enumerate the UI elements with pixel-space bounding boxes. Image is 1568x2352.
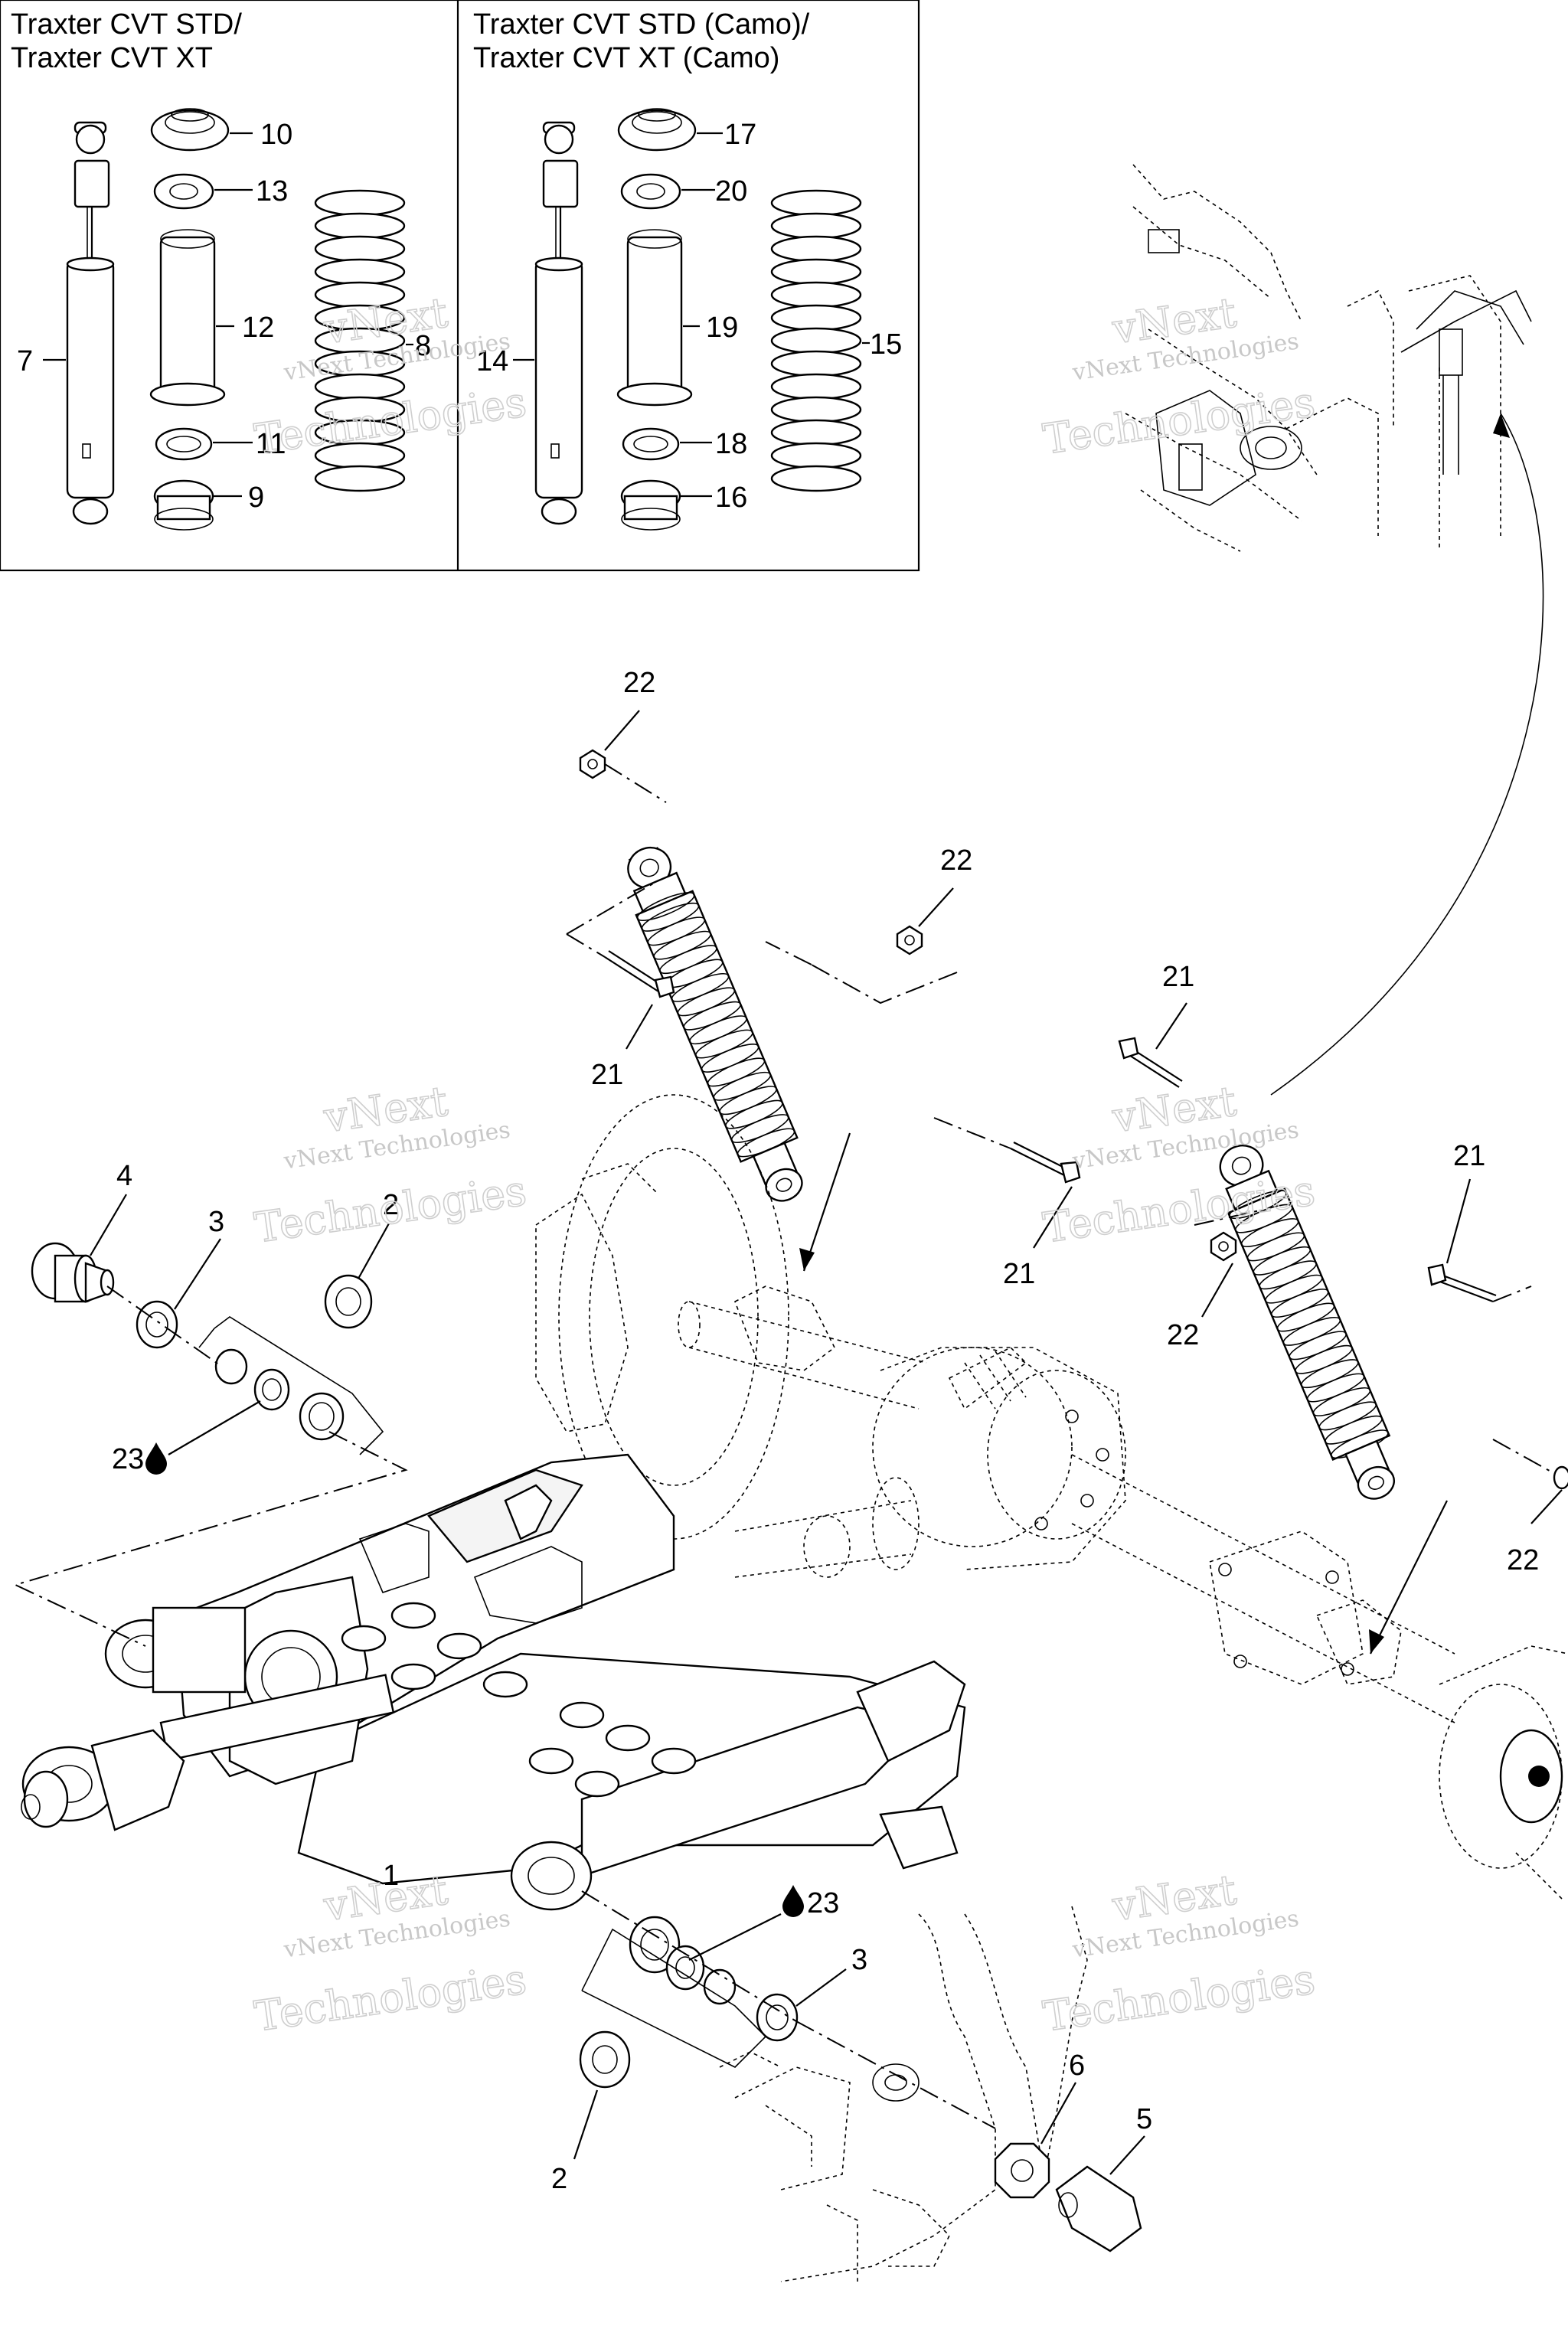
callout-15: 15 (870, 328, 902, 361)
callout-7: 7 (17, 345, 33, 377)
callout-22-lower: 22 (1167, 1319, 1199, 1351)
callout-6: 6 (1069, 2050, 1085, 2082)
inset-right-parts (513, 108, 870, 531)
callout-14: 14 (476, 345, 508, 377)
oil-drop-icon (145, 1442, 167, 1475)
frame-detail-bottom (719, 1906, 1145, 2282)
callout-21-center: 21 (1003, 1258, 1035, 1290)
callout-3-upper: 3 (208, 1206, 224, 1238)
hardware-right-shock (1118, 1002, 1568, 1655)
callout-1: 1 (383, 1860, 399, 1892)
svg-text:Technologies: Technologies (252, 1955, 530, 2040)
callout-12: 12 (242, 312, 274, 344)
callout-5: 5 (1136, 2103, 1152, 2135)
callout-11: 11 (256, 428, 286, 460)
inset-left-title-1: Traxter CVT STD/ (11, 8, 242, 41)
callout-23-upper: 23 (112, 1443, 144, 1475)
watermark-2: vNext Technologies vNext Technologies (1040, 288, 1318, 465)
axle-assembly (535, 1094, 1568, 1900)
inset-frames (0, 0, 920, 572)
swing-arm (104, 1453, 966, 1911)
callout-21-upper-right: 21 (1162, 961, 1194, 993)
callout-17: 17 (724, 119, 756, 151)
callout-16: 16 (715, 482, 747, 514)
inset-right-title-1: Traxter CVT STD (Camo)/ (473, 8, 810, 41)
callout-2-upper: 2 (383, 1189, 399, 1221)
callout-21-far-right: 21 (1453, 1140, 1485, 1172)
callout-21-left: 21 (591, 1059, 623, 1091)
drive-shaft (21, 1674, 395, 1831)
inset-right-title-2: Traxter CVT XT (Camo) (473, 42, 779, 74)
svg-text:Technologies: Technologies (252, 1166, 530, 1252)
hardware-left-shock (566, 710, 1081, 1272)
callout-18: 18 (715, 428, 747, 460)
callout-22-mid: 22 (940, 844, 972, 877)
coil-spring-15 (770, 189, 862, 492)
oil-drop-icon (782, 1885, 804, 1917)
callout-9: 9 (248, 482, 264, 514)
watermark-5: vNext Technologies vNext Technologies (251, 1865, 530, 2042)
callout-22-top: 22 (623, 667, 655, 699)
callout-23-lower: 23 (807, 1887, 839, 1919)
callout-4: 4 (116, 1160, 132, 1192)
inset-left-title-2: Traxter CVT XT (11, 42, 213, 74)
callout-3-lower: 3 (851, 1944, 867, 1976)
lubricant-callout-upper: 23 (112, 1442, 167, 1475)
coil-spring-8 (314, 189, 406, 492)
pivot-hardware-lower (573, 1890, 996, 2160)
svg-text:Technologies: Technologies (1040, 1955, 1318, 2040)
callout-13: 13 (256, 175, 288, 207)
callout-22-right: 22 (1507, 1544, 1539, 1576)
lubricant-callout-lower: 23 (782, 1885, 839, 1919)
callout-19: 19 (706, 312, 738, 344)
callout-2-lower: 2 (551, 2163, 567, 2195)
callout-10: 10 (260, 119, 292, 151)
main-shock-left (627, 846, 803, 1202)
watermark-3: vNext Technologies vNext Technologies (251, 1076, 530, 1253)
pivot-hardware-upper (13, 1194, 408, 1647)
callout-20: 20 (715, 175, 747, 207)
frame-detail-top-right (1125, 164, 1532, 552)
inset-left-parts (43, 108, 413, 531)
watermark-6: vNext Technologies vNext Technologies (1040, 1865, 1318, 2042)
main-shock-right (1219, 1145, 1395, 1500)
callout-8: 8 (415, 330, 431, 362)
